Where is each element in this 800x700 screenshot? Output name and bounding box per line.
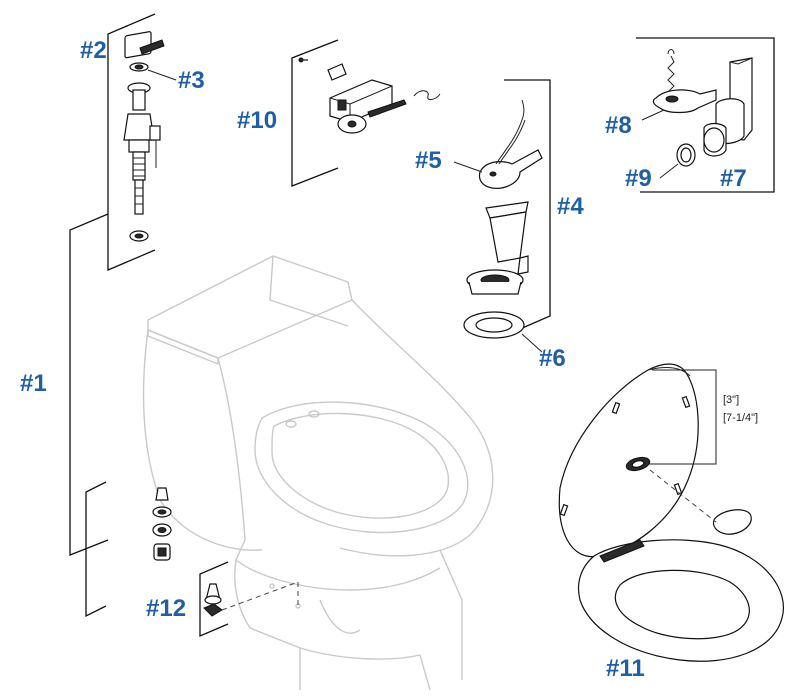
leader-3	[147, 69, 177, 81]
coupling-washer-9	[676, 143, 696, 167]
bolt-cap-guide	[221, 581, 299, 611]
callout-3: #3	[178, 67, 205, 94]
leader-9	[659, 163, 679, 179]
supply-nut	[129, 230, 149, 242]
flush-valve-gasket	[463, 311, 525, 339]
callout-12: #12	[146, 595, 187, 622]
leader-8	[641, 109, 665, 121]
bracket-part-4	[503, 79, 551, 337]
bolt-hardware	[152, 487, 172, 561]
flush-valve	[466, 201, 529, 295]
toilet-body	[142, 255, 494, 691]
flapper	[478, 99, 543, 189]
overflow-tube	[703, 57, 753, 157]
callout-6: #6	[539, 345, 566, 372]
dimension-lines	[648, 369, 717, 465]
flapper-chain	[652, 49, 717, 114]
toilet-seat	[558, 363, 784, 662]
bracket-part-10	[291, 39, 339, 187]
leader-5	[453, 161, 483, 173]
leader-6	[521, 333, 543, 353]
callout-9: #9	[625, 165, 652, 192]
trip-lever-handle	[124, 31, 165, 59]
bracket-fill-valve	[107, 13, 156, 271]
dimension-label-2: [7-1/4"]	[723, 412, 759, 424]
bracket-part-1	[69, 213, 109, 556]
dimension-label-1: [3"]	[723, 394, 740, 406]
callout-2: #2	[80, 37, 107, 64]
callout-10: #10	[237, 107, 278, 134]
bracket-part-12	[85, 481, 107, 618]
callout-4: #4	[557, 193, 584, 220]
callout-11: #11	[606, 655, 645, 682]
bracket-parts-7-9	[636, 37, 775, 193]
callout-5: #5	[415, 147, 442, 174]
actuator-assembly	[298, 57, 441, 134]
callout-8: #8	[605, 112, 632, 139]
seat-bumper	[712, 509, 752, 535]
callout-7: #7	[720, 165, 747, 192]
callout-1: #1	[20, 370, 47, 397]
fill-valve	[123, 82, 161, 215]
nut-washer-3	[129, 62, 149, 72]
bracket-bolt-caps	[199, 561, 229, 637]
bolt-cap	[203, 583, 223, 617]
